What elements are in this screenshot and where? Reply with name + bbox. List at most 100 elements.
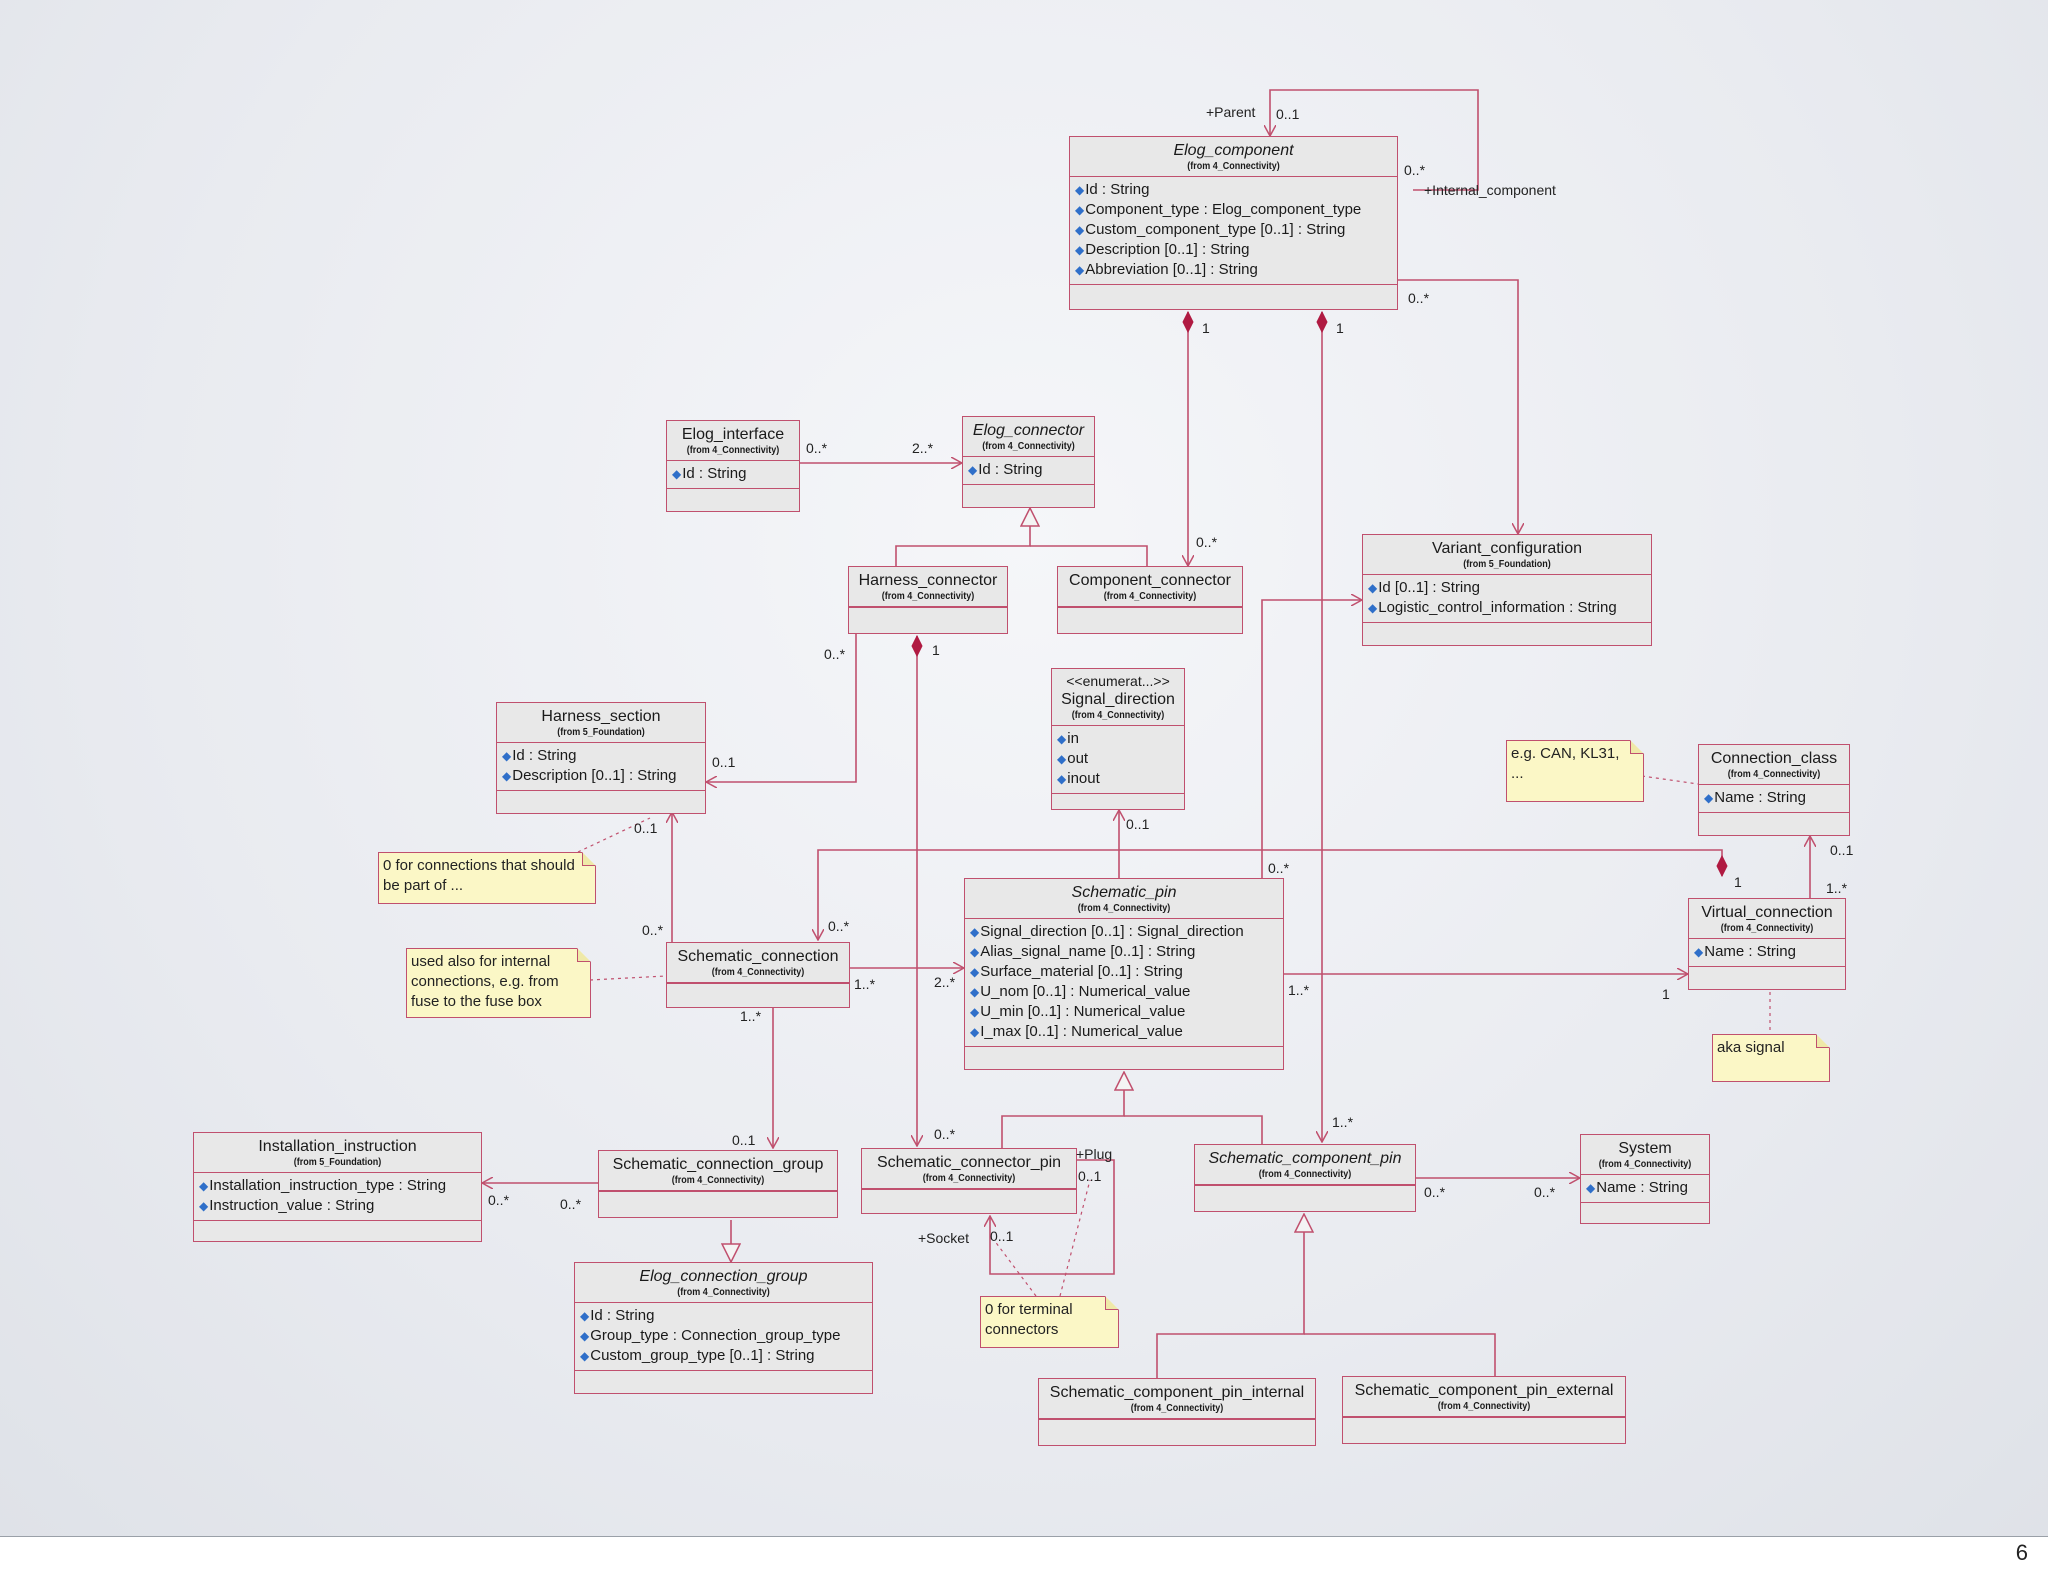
class-name: Virtual_connection — [1701, 904, 1833, 921]
class-schematic-component-pin-internal[interactable]: Schematic_component_pin_internal(from 4_… — [1038, 1378, 1316, 1446]
attribute-diamond-icon: ◆ — [580, 1329, 590, 1343]
attribute-diamond-icon: ◆ — [502, 749, 512, 763]
label-system-mult-a: 0..* — [1424, 1184, 1446, 1200]
label-interface-mult: 0..* — [806, 440, 828, 456]
attribute-diamond-icon: ◆ — [1075, 223, 1085, 237]
class-component-connector[interactable]: Component_connector(from 4_Connectivity) — [1057, 566, 1243, 634]
class-package: (from 4_Connectivity) — [671, 1175, 765, 1186]
label-inst-mult-a: 0..* — [488, 1192, 510, 1208]
class-package: (from 4_Connectivity) — [982, 441, 1075, 452]
class-name: Installation_instruction — [258, 1138, 417, 1155]
note-harness-section[interactable]: 0 for connections that should be part of… — [378, 852, 596, 904]
class-virtual-connection[interactable]: Virtual_connection(from 4_Connectivity) … — [1688, 898, 1846, 990]
class-variant-configuration[interactable]: Variant_configuration(from 5_Foundation)… — [1362, 534, 1652, 646]
attribute: ◆Custom_group_type [0..1] : String — [580, 1347, 815, 1364]
class-name: Schematic_connection_group — [612, 1156, 824, 1173]
class-package: (from 4_Connectivity) — [1077, 903, 1171, 914]
slide: Elog_component (from 4_Connectivity) ◆Id … — [0, 0, 2048, 1537]
label-composition-1a: 1 — [1202, 320, 1210, 336]
attribute-diamond-icon: ◆ — [1075, 203, 1085, 217]
attribute: ◆U_nom [0..1] : Numerical_value — [970, 983, 1191, 1000]
note-text: 0 for terminal connectors — [985, 1301, 1073, 1338]
class-elog-connector[interactable]: Elog_connector(from 4_Connectivity) ◆Id … — [962, 416, 1095, 508]
class-package: (from 5_Foundation) — [293, 1157, 382, 1168]
note-internal-connections[interactable]: used also for internal connections, e.g.… — [406, 948, 591, 1018]
pin-generalization-b — [1124, 1115, 1263, 1144]
class-schematic-connection-group[interactable]: Schematic_connection_group (from 4_Connec… — [598, 1150, 838, 1218]
class-package: (from 4_Connectivity) — [1187, 161, 1280, 172]
class-schematic-component-pin-external[interactable]: Schematic_component_pin_external(from 4_… — [1342, 1376, 1626, 1444]
attribute: ◆Id : String — [968, 461, 1043, 478]
connector-lines — [0, 89, 2048, 1378]
class-signal-direction[interactable]: <<enumerat...>>Signal_direction(from 4_C… — [1051, 668, 1185, 810]
enum-literal: ◆inout — [1057, 770, 1100, 787]
attribute: ◆Id [0..1] : String — [1368, 579, 1480, 596]
label-harness-section-mult-a: 0..* — [824, 646, 846, 662]
note-connection-class[interactable]: e.g. CAN, KL31, ... — [1506, 740, 1644, 802]
class-harness-section[interactable]: Harness_section(from 5_Foundation) ◆Id :… — [496, 702, 706, 814]
class-schematic-connector-pin[interactable]: Schematic_connector_pin(from 4_Connectiv… — [861, 1148, 1077, 1214]
attribute: ◆Name : String — [1694, 943, 1796, 960]
label-sc-group-mult-a: 1..* — [740, 1008, 762, 1024]
class-package: (from 4_Connectivity) — [881, 591, 975, 602]
class-name: Elog_component — [1173, 142, 1294, 159]
class-package: (from 4_Connectivity) — [1103, 591, 1197, 602]
label-plug-role: +Plug — [1076, 1146, 1113, 1162]
class-elog-component[interactable]: Elog_component(from 4_Connectivity) ◆Id … — [1069, 136, 1398, 310]
attribute-diamond-icon: ◆ — [1057, 732, 1067, 746]
virtual-connection-composition — [818, 849, 1722, 940]
label-system-mult-b: 0..* — [1534, 1184, 1556, 1200]
attribute: ◆Installation_instruction_type : String — [199, 1177, 447, 1194]
class-stereotype: <<enumerat...>> — [1066, 673, 1170, 689]
class-name: Schematic_component_pin_external — [1354, 1382, 1614, 1399]
label-inst-mult-b: 0..* — [560, 1196, 582, 1212]
class-connection-class[interactable]: Connection_class(from 4_Connectivity) ◆N… — [1698, 744, 1850, 836]
attribute-diamond-icon: ◆ — [1057, 772, 1067, 786]
class-harness-connector[interactable]: Harness_connector(from 4_Connectivity) — [848, 566, 1008, 634]
connector-generalization-b — [1030, 545, 1148, 566]
attribute-diamond-icon: ◆ — [1586, 1181, 1596, 1195]
attribute: ◆Description [0..1] : String — [502, 767, 677, 784]
attribute-diamond-icon: ◆ — [968, 463, 978, 477]
attribute-diamond-icon: ◆ — [970, 945, 980, 959]
attribute-diamond-icon: ◆ — [1075, 243, 1085, 257]
attribute: ◆Custom_component_type [0..1] : String — [1075, 221, 1346, 238]
label-harness-section-mult-c: 0..1 — [634, 820, 658, 836]
attribute-diamond-icon: ◆ — [199, 1199, 209, 1213]
class-package: (from 5_Foundation) — [1463, 559, 1551, 570]
class-elog-interface[interactable]: Elog_interface(from 4_Connectivity) ◆Id … — [666, 420, 800, 512]
class-elog-connection-group[interactable]: Elog_connection_group(from 4_Connectivit… — [574, 1262, 873, 1394]
note-aka-signal[interactable]: aka signal — [1712, 1034, 1830, 1082]
parent-self-association — [1270, 89, 1479, 191]
class-system[interactable]: System(from 4_Connectivity) ◆Name : Stri… — [1580, 1134, 1710, 1224]
attribute: ◆I_max [0..1] : Numerical_value — [970, 1023, 1183, 1040]
class-package: (from 4_Connectivity) — [711, 967, 805, 978]
attribute: ◆Component_type : Elog_component_type — [1075, 201, 1362, 218]
label-comp-pin-mult: 1..* — [1332, 1114, 1354, 1130]
class-name: System — [1618, 1140, 1672, 1157]
label-socket-mult: 0..1 — [990, 1228, 1014, 1244]
harness-connector-section-association — [706, 634, 857, 782]
component-pin-generalization-a — [1156, 1214, 1304, 1378]
class-schematic-pin[interactable]: Schematic_pin(from 4_Connectivity) ◆Sign… — [964, 878, 1284, 1070]
class-package: (from 4_Connectivity) — [686, 445, 780, 456]
class-schematic-connection[interactable]: Schematic_connection(from 4_Connectivity… — [666, 942, 850, 1008]
class-schematic-component-pin[interactable]: Schematic_component_pin(from 4_Connectiv… — [1194, 1144, 1416, 1212]
label-connector-mult: 2..* — [912, 440, 934, 456]
attribute-diamond-icon: ◆ — [1075, 183, 1085, 197]
label-sc-pin-mult-b: 2..* — [934, 974, 956, 990]
label-variant-mult-top: 0..* — [1408, 290, 1430, 306]
attribute-diamond-icon: ◆ — [1057, 752, 1067, 766]
page-number: 6 — [2015, 1540, 2028, 1565]
class-installation-instruction[interactable]: Installation_instruction (from 5_Foundati… — [193, 1132, 482, 1242]
attribute-diamond-icon: ◆ — [970, 1005, 980, 1019]
label-sc-group-mult-b: 0..1 — [732, 1132, 756, 1148]
note-terminal-connectors[interactable]: 0 for terminal connectors — [980, 1296, 1119, 1348]
label-vc-conn-class-b: 1..* — [1826, 880, 1848, 896]
class-package: (from 4_Connectivity) — [1598, 1159, 1692, 1170]
attribute-diamond-icon: ◆ — [970, 965, 980, 979]
class-name: Connection_class — [1710, 750, 1838, 767]
label-harness-section-mult-b: 0..1 — [712, 754, 736, 770]
attribute: ◆Surface_material [0..1] : String — [970, 963, 1183, 980]
class-package: (from 5_Foundation) — [557, 727, 645, 738]
